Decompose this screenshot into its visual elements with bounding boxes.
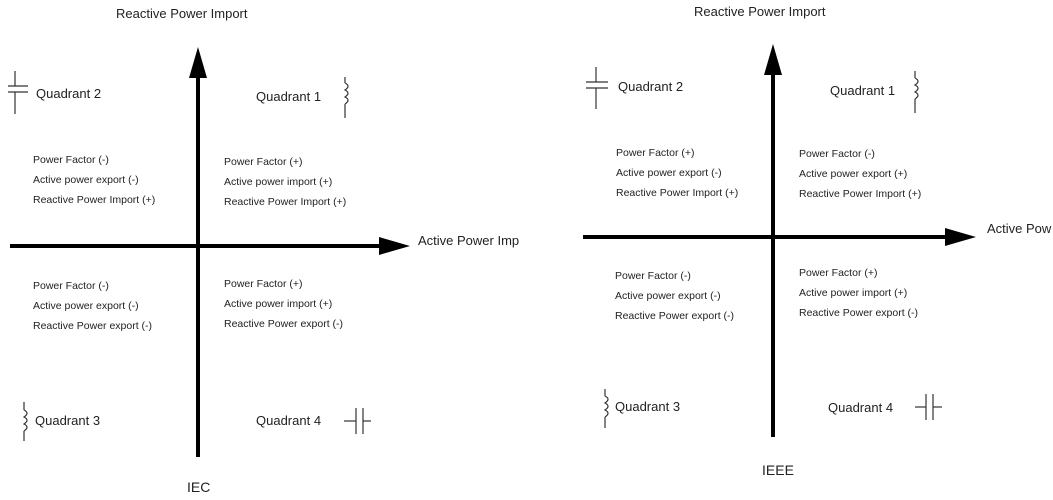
reactive-power-text: Reactive Power export (-) <box>799 307 919 319</box>
active-power-text: Active power export (-) <box>33 300 139 312</box>
inductor-icon <box>603 389 609 428</box>
iec-diagram: Reactive Power Import Active Power Imp I… <box>8 6 520 495</box>
reactive-power-text: Reactive Power export (-) <box>33 320 153 332</box>
inductor-icon <box>343 77 349 118</box>
reactive-power-text: Reactive Power Import (+) <box>33 194 156 206</box>
reactive-power-text: Reactive Power export (-) <box>224 318 344 330</box>
power-factor-text: Power Factor (+) <box>224 278 303 290</box>
power-factor-text: Power Factor (+) <box>224 156 303 168</box>
diagram-caption: IEEE <box>762 462 794 478</box>
reactive-axis-title: Reactive Power Import <box>694 4 826 19</box>
active-power-text: Active power export (-) <box>33 174 139 186</box>
quadrant-4-info: Power Factor (+) Active power import (+)… <box>224 274 343 334</box>
reactive-power-text: Reactive Power Import (+) <box>616 187 739 199</box>
inductor-icon <box>913 71 919 113</box>
quadrant-1-label: Quadrant 1 <box>830 83 896 98</box>
ieee-diagram: Reactive Power Import Active Pow IEEE Qu… <box>560 0 1053 500</box>
capacitor-icon <box>586 67 608 109</box>
active-axis-title: Active Power Imp <box>418 233 520 248</box>
diagram-caption: IEC <box>187 479 211 495</box>
capacitor-icon <box>915 394 942 420</box>
ieee-horizontal-arrowhead <box>945 228 976 246</box>
quadrant-4-label: Quadrant 4 <box>256 413 322 428</box>
power-factor-text: Power Factor (+) <box>616 147 695 159</box>
power-factor-text: Power Factor (+) <box>799 267 878 279</box>
reactive-power-text: Reactive Power Import (+) <box>799 188 922 200</box>
iec-axes <box>8 47 410 457</box>
quadrant-2-label: Quadrant 2 <box>36 86 102 101</box>
quadrant-2-info: Power Factor (-) Active power export (-)… <box>33 150 155 210</box>
quadrant-1-label: Quadrant 1 <box>256 89 322 104</box>
power-factor-text: Power Factor (-) <box>33 280 109 292</box>
quadrant-1-info: Power Factor (-) Active power export (+)… <box>799 144 921 204</box>
active-power-text: Active power import (+) <box>799 287 908 299</box>
reactive-power-text: Reactive Power export (-) <box>615 310 735 322</box>
quadrant-2-info: Power Factor (+) Active power export (-)… <box>616 143 738 203</box>
inductor-icon <box>22 402 28 441</box>
quadrant-4-info: Power Factor (+) Active power import (+)… <box>799 263 918 323</box>
reactive-power-text: Reactive Power Import (+) <box>224 196 347 208</box>
quadrant-3-label: Quadrant 3 <box>615 399 681 414</box>
reactive-axis-title: Reactive Power Import <box>116 6 248 21</box>
capacitor-icon <box>8 71 28 114</box>
quadrant-3-label: Quadrant 3 <box>35 413 101 428</box>
ieee-axes <box>583 44 976 437</box>
capacitor-icon <box>344 408 371 434</box>
quadrant-3-info: Power Factor (-) Active power export (-)… <box>33 276 152 336</box>
active-power-text: Active power import (+) <box>224 176 333 188</box>
quadrant-3-info: Power Factor (-) Active power export (-)… <box>615 266 734 326</box>
active-power-text: Active power export (+) <box>799 168 908 180</box>
quadrant-1-info: Power Factor (+) Active power import (+)… <box>224 152 346 212</box>
ieee-vertical-arrowhead <box>764 44 782 75</box>
power-factor-text: Power Factor (-) <box>799 148 875 160</box>
power-factor-text: Power Factor (-) <box>33 154 109 166</box>
active-power-text: Active power export (-) <box>615 290 721 302</box>
power-factor-text: Power Factor (-) <box>615 270 691 282</box>
iec-vertical-arrowhead <box>189 47 207 78</box>
active-power-text: Active power import (+) <box>224 298 333 310</box>
quadrant-2-label: Quadrant 2 <box>618 79 684 94</box>
active-axis-title: Active Pow <box>987 221 1052 236</box>
active-power-text: Active power export (-) <box>616 167 722 179</box>
quadrant-4-label: Quadrant 4 <box>828 400 894 415</box>
iec-horizontal-arrowhead <box>379 237 410 255</box>
